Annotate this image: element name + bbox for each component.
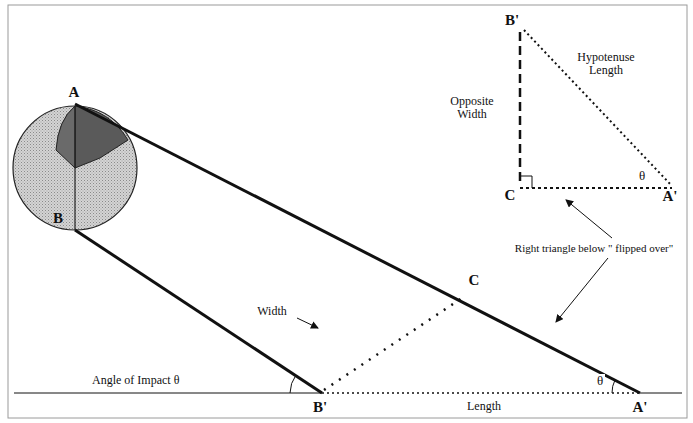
- point-label: A: [69, 84, 80, 101]
- point-label: B': [313, 399, 327, 416]
- point-label: C: [469, 272, 480, 289]
- angle-label: Angle of Impact θ: [90, 374, 181, 387]
- hypotenuse-side: [524, 30, 672, 186]
- point-label: B': [505, 12, 519, 29]
- dimension-label: Width: [255, 305, 289, 318]
- angle-arc: [290, 375, 296, 393]
- sphere-wedge: [75, 106, 128, 168]
- ground-line: [14, 393, 322, 394]
- point-label: C: [505, 187, 516, 204]
- note-label: Right triangle below " flipped over": [515, 242, 673, 254]
- dimension-label: Length: [465, 400, 503, 413]
- leader-arrow: [556, 258, 608, 322]
- ground-line: [640, 393, 682, 394]
- angle-label: θ: [595, 374, 605, 388]
- adjacent-side: [520, 187, 672, 189]
- leader-arrow: [297, 318, 318, 328]
- right-angle-mark: [520, 176, 532, 188]
- length-line: [322, 392, 640, 394]
- opposite-side: [519, 32, 522, 186]
- angle-label: θ: [637, 169, 647, 183]
- side-label: Hypotenuse Length: [566, 51, 646, 77]
- point-label: B: [53, 210, 63, 227]
- frame: [8, 5, 687, 418]
- diameter-line: [74, 106, 75, 230]
- width-line: [324, 298, 462, 390]
- point-label: A': [633, 399, 648, 416]
- side-label: Opposite Width: [437, 95, 507, 121]
- angle-arc: [612, 380, 615, 393]
- path-line-b: [75, 230, 322, 393]
- sphere-wedge: [56, 106, 75, 168]
- point-label: A': [663, 188, 678, 205]
- leader-arrow: [566, 200, 612, 238]
